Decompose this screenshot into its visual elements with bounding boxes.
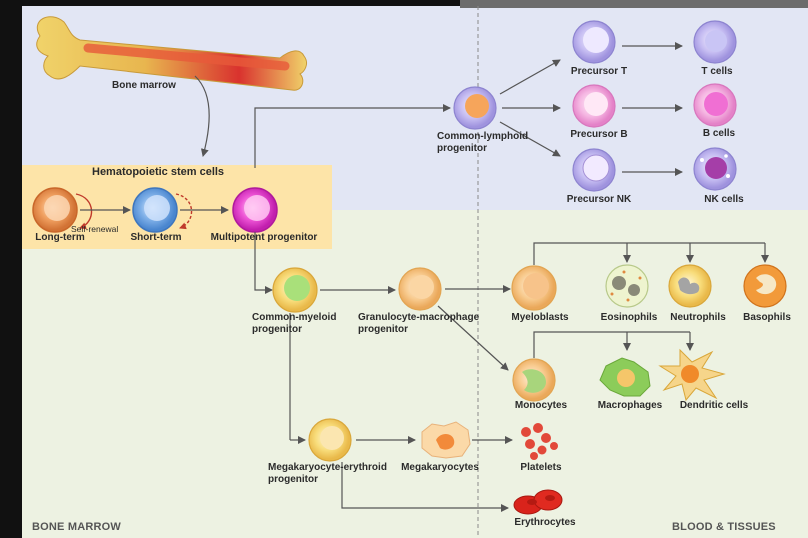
t-cell: [694, 21, 736, 63]
b-cell: [694, 84, 736, 126]
nk-cells-label: NK cells: [704, 194, 743, 206]
cmp-label-1: Common-myeloid: [252, 312, 336, 324]
mep-label-1: Megakaryocyte-erythroid: [268, 462, 387, 474]
gmp-label-2: progenitor: [358, 324, 408, 336]
mep-label-2: progenitor: [268, 474, 318, 486]
clp-label-2: progenitor: [437, 143, 487, 155]
monocytes-label: Monocytes: [515, 400, 567, 412]
long-term-label: Long-term: [35, 232, 84, 244]
precursor-t-label: Precursor T: [571, 66, 627, 78]
multipotent-label: Multipotent progenitor: [211, 232, 318, 244]
platelets-label: Platelets: [520, 462, 561, 474]
gmp-label-1: Granulocyte-macrophage: [358, 312, 479, 324]
nk-cell: [694, 148, 736, 190]
neutrophils-label: Neutrophils: [670, 312, 726, 324]
blood-tissues-region-label: BLOOD & TISSUES: [672, 521, 776, 533]
precursor-nk-label: Precursor NK: [567, 194, 631, 206]
neutrophil-cell: [669, 265, 711, 307]
common-lymphoid-progenitor-cell: [454, 87, 496, 129]
megakaryocytes-label: Megakaryocytes: [401, 462, 479, 474]
b-cells-label: B cells: [703, 128, 735, 140]
multipotent-progenitor-cell: [233, 188, 277, 232]
short-term-label: Short-term: [130, 232, 181, 244]
precursor-b-label: Precursor B: [570, 129, 627, 141]
eosinophils-label: Eosinophils: [601, 312, 658, 324]
gm-progenitor-cell: [399, 268, 441, 310]
precursor-t-cell: [573, 21, 615, 63]
myeloblasts-label: Myeloblasts: [511, 312, 568, 324]
t-cells-label: T cells: [701, 66, 732, 78]
myeloblast-cell: [512, 266, 556, 310]
short-term-hsc-cell: [133, 188, 177, 232]
bone-marrow-region-label: BONE MARROW: [32, 521, 121, 533]
basophil-cell: [744, 265, 786, 307]
hsc-title: Hematopoietic stem cells: [92, 166, 224, 178]
macrophages-label: Macrophages: [598, 400, 662, 412]
bone-marrow-label: Bone marrow: [112, 80, 176, 92]
monocyte-cell: [513, 359, 555, 401]
cmp-label-2: progenitor: [252, 324, 302, 336]
eosinophil-cell: [606, 265, 648, 307]
common-myeloid-progenitor-cell: [273, 268, 317, 312]
precursor-nk-cell: [573, 149, 615, 191]
precursor-b-cell: [573, 85, 615, 127]
megakaryocyte-cell: [422, 422, 470, 458]
erythrocytes-label: Erythrocytes: [514, 517, 575, 529]
dendritic-label: Dendritic cells: [680, 400, 748, 412]
basophils-label: Basophils: [743, 312, 791, 324]
mep-cell: [309, 419, 351, 461]
clp-label-1: Common-lymphoid: [437, 131, 528, 143]
